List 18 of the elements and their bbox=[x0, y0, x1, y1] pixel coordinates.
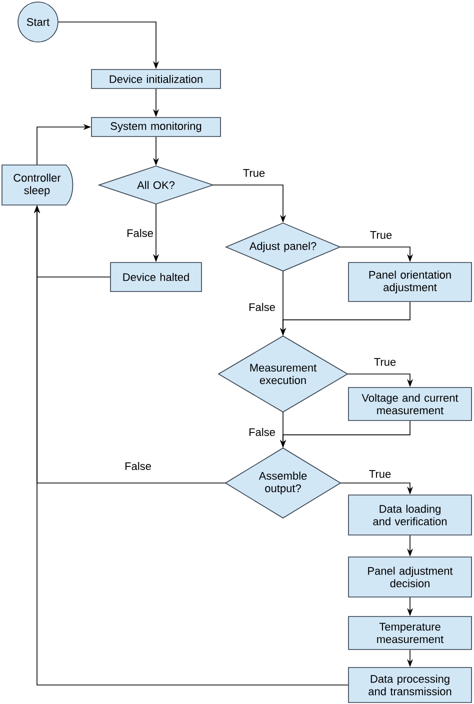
edge-label: False bbox=[248, 426, 276, 438]
process-box: Voltage and current measurement bbox=[348, 387, 472, 421]
process-box: Device initialization bbox=[91, 69, 221, 89]
edge-label: True bbox=[242, 168, 266, 178]
process-box: Panel orientation adjustment bbox=[348, 262, 472, 302]
edge-label: False bbox=[124, 460, 152, 472]
edge-label: True bbox=[368, 469, 392, 479]
process-box: Data loading and verification bbox=[348, 494, 472, 536]
process-box: Panel adjustment decision bbox=[348, 556, 472, 598]
process-box: Data processing and transmission bbox=[348, 667, 472, 703]
sleep-box: Controller sleep bbox=[2, 164, 74, 206]
edge-label: True bbox=[368, 230, 394, 240]
process-box: Temperature measurement bbox=[348, 616, 472, 650]
process-box: System monitoring bbox=[91, 117, 221, 137]
edge-label: False bbox=[248, 302, 276, 312]
edge-label: True bbox=[372, 357, 398, 367]
edge-label: False bbox=[126, 228, 154, 238]
process-box: Device halted bbox=[110, 262, 202, 292]
